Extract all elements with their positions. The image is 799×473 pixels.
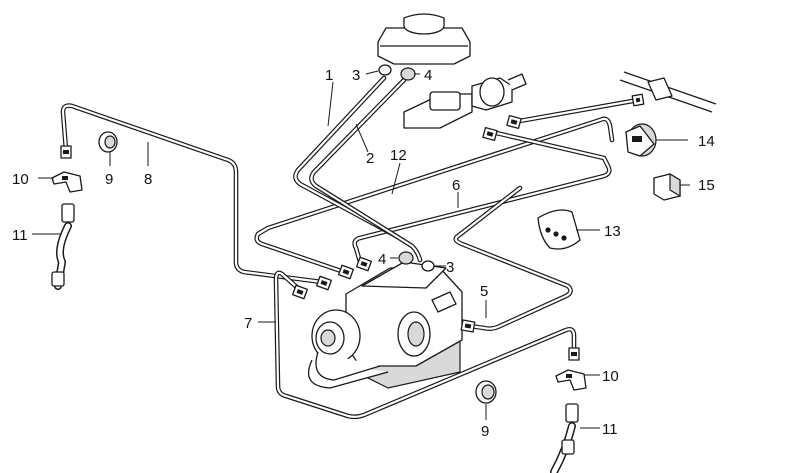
brake-hose-11-left	[51, 203, 75, 290]
brake-pipe-7	[273, 270, 577, 420]
callout-7: 7	[244, 315, 252, 332]
callout-15: 15	[698, 177, 715, 194]
callout-5: 5	[480, 283, 488, 300]
grommet-9-left	[98, 131, 118, 153]
callout-11: 11	[12, 227, 28, 244]
brake-pipe-5	[453, 185, 573, 331]
brake-fluid-reservoir	[377, 13, 471, 65]
callout-1: 1	[325, 67, 333, 84]
leader-lines	[32, 70, 690, 429]
callout-labels: 1 2 3 4 12 14 15 6 13 10 9 8 11 4 3 5 7 …	[12, 67, 715, 440]
pressure-sensor-14	[625, 123, 657, 157]
callout-13: 13	[604, 223, 621, 240]
callout-12: 12	[390, 147, 407, 164]
callout-4b: 4	[378, 251, 386, 268]
callout-8: 8	[144, 171, 152, 188]
callout-10: 10	[12, 171, 29, 188]
grommet-9-right	[475, 380, 497, 404]
brake-pipe-upper-right	[511, 97, 641, 125]
callout-14: 14	[698, 133, 715, 150]
callout-9: 9	[105, 171, 113, 188]
brake-hose-2	[309, 77, 423, 263]
master-cylinder	[403, 73, 527, 129]
brake-hose-1	[293, 75, 399, 239]
brake-pipe-6	[352, 129, 612, 265]
sealing-rings	[378, 64, 435, 272]
callout-10b: 10	[602, 368, 619, 385]
callout-4: 4	[424, 67, 432, 84]
callout-3b: 3	[446, 259, 454, 276]
brake-pipes	[60, 75, 641, 420]
callout-2: 2	[366, 150, 374, 167]
bracket-clip-10-left	[51, 171, 83, 193]
callout-9b: 9	[481, 423, 489, 440]
brake-hose-11-right	[550, 403, 579, 473]
pipe-clip-13	[537, 209, 581, 250]
callout-11b: 11	[602, 421, 618, 438]
union-nuts	[60, 93, 645, 361]
callout-6: 6	[452, 177, 460, 194]
brake-pipe-12	[254, 116, 615, 275]
callout-3: 3	[352, 67, 360, 84]
hydraulic-unit	[307, 261, 463, 389]
bracket-clip-10-right	[555, 369, 587, 391]
connector-15	[653, 172, 681, 201]
chassis-rail	[619, 71, 717, 113]
brake-pipe-8	[60, 103, 325, 285]
